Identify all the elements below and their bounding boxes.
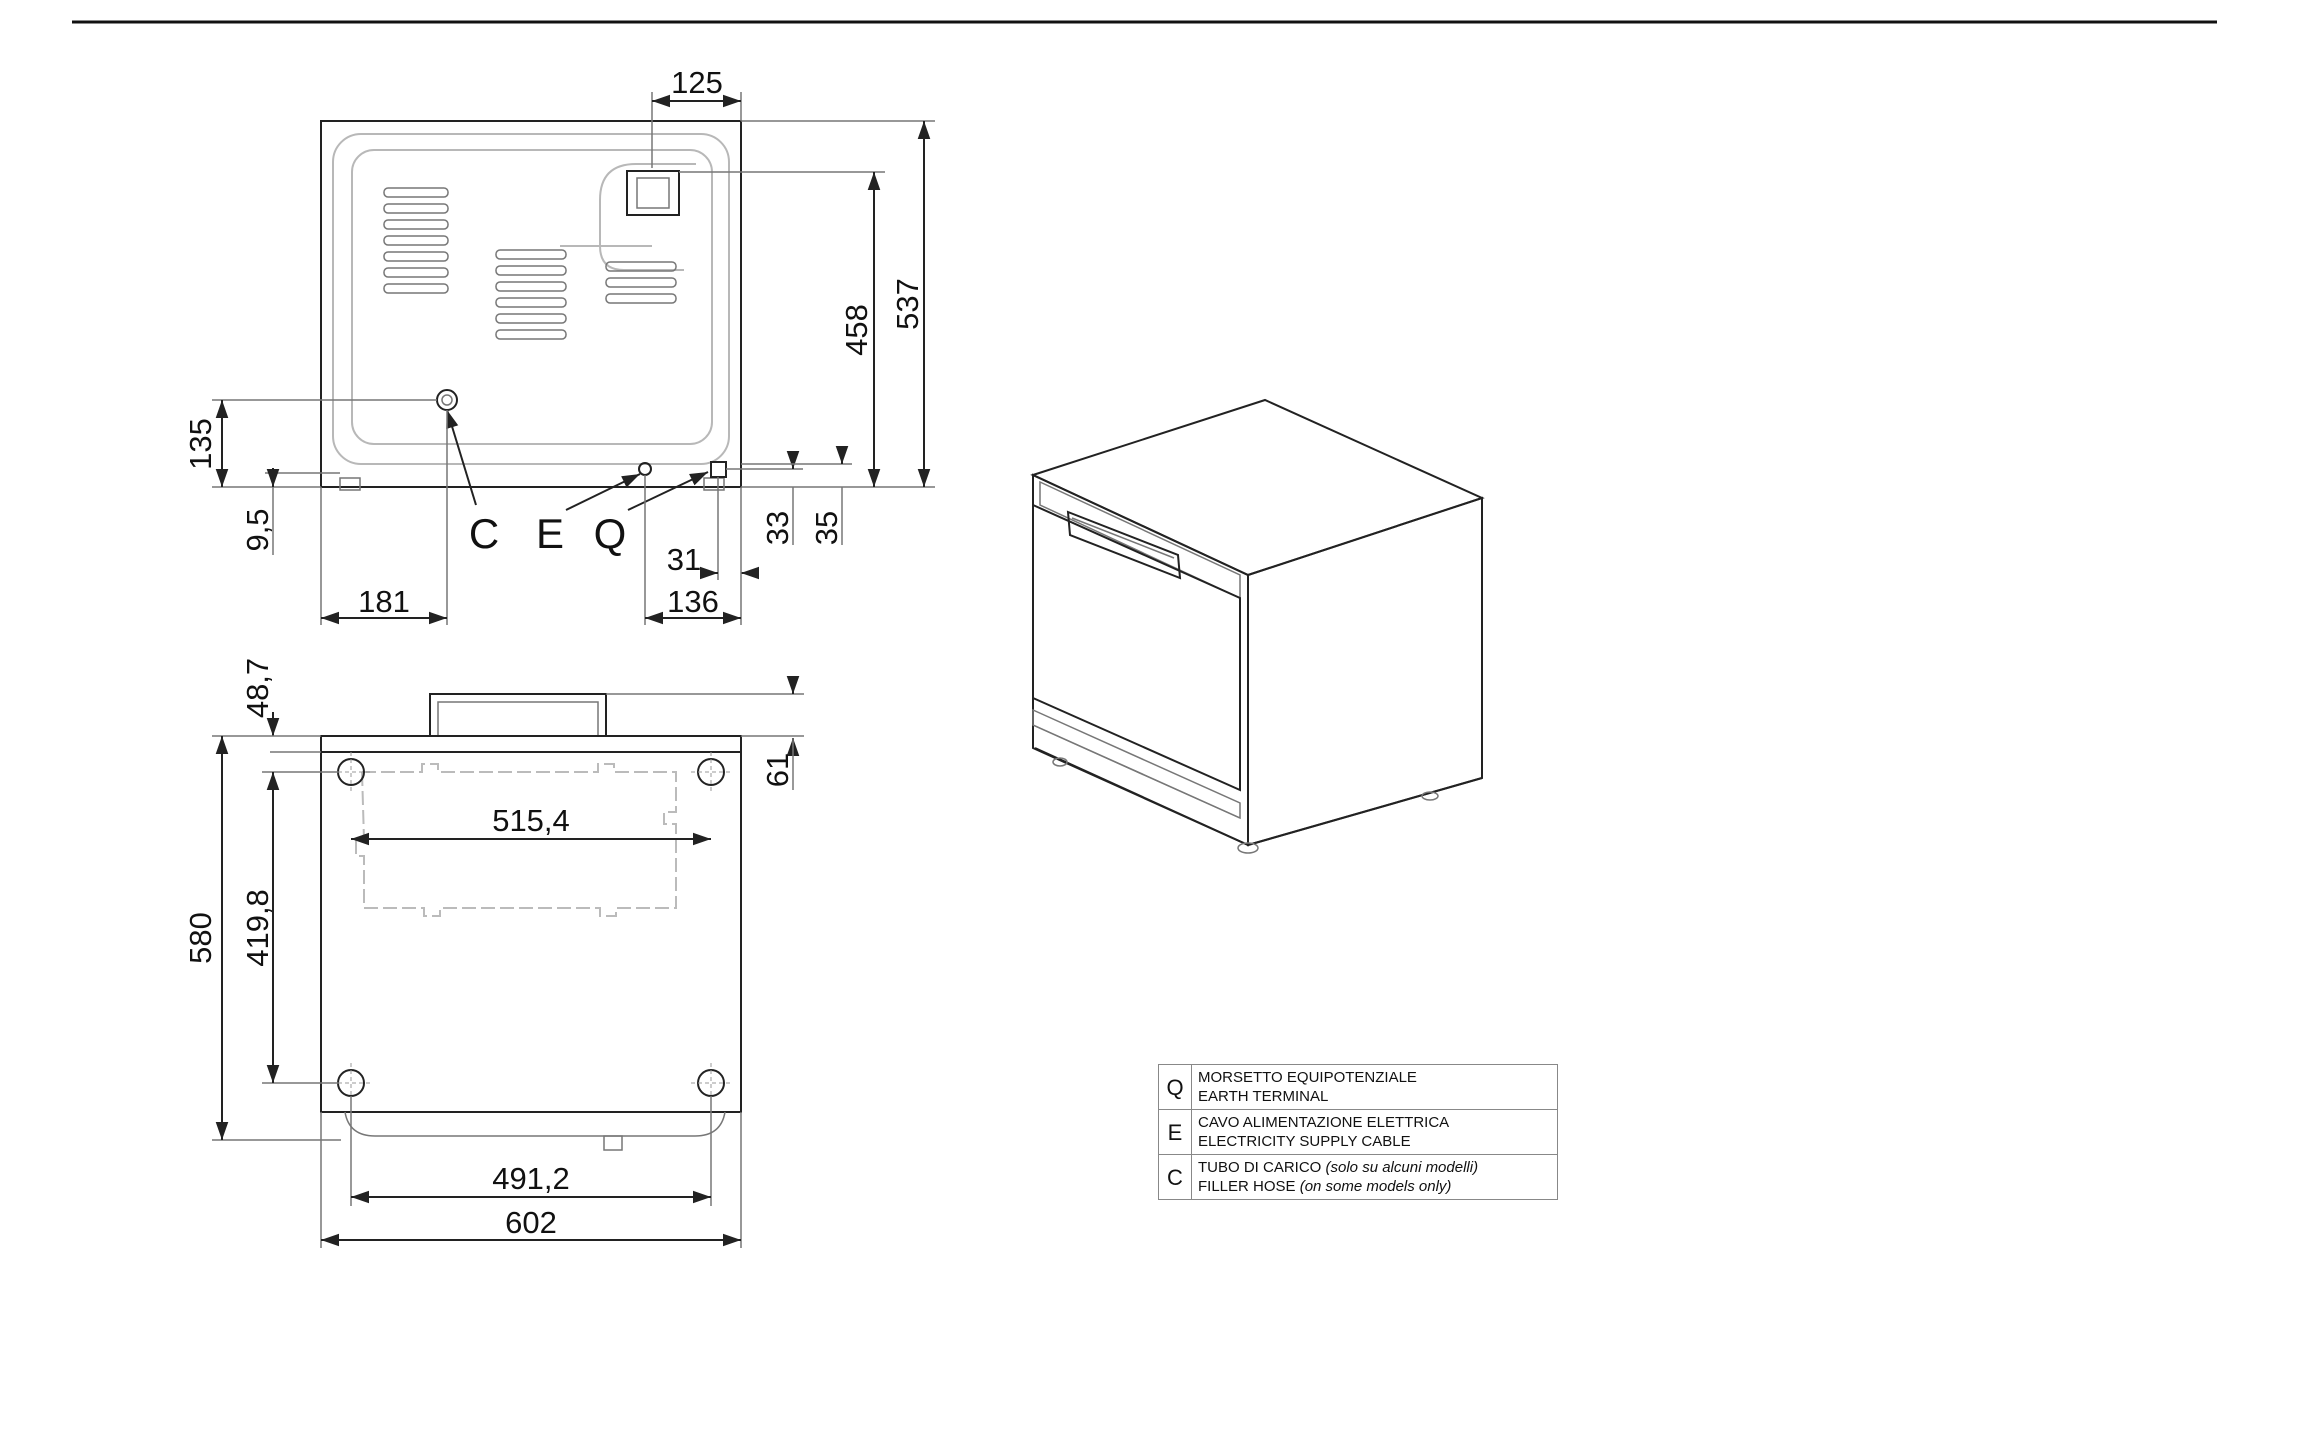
svg-text:136: 136 xyxy=(667,584,719,619)
legend-text: CAVO ALIMENTAZIONE ELETTRICA ELECTRICITY… xyxy=(1191,1109,1558,1155)
isometric-view xyxy=(1030,398,1485,854)
svg-text:602: 602 xyxy=(505,1205,557,1240)
svg-text:31: 31 xyxy=(667,542,701,577)
svg-text:458: 458 xyxy=(839,304,874,356)
marker-c: C xyxy=(469,510,499,557)
legend-table: Q MORSETTO EQUIPOTENZIALE EARTH TERMINAL… xyxy=(1158,1064,1558,1200)
legend-key: E xyxy=(1158,1109,1192,1155)
earth-terminal xyxy=(710,461,727,478)
dim-48-7: 48,7 xyxy=(240,658,804,753)
dim-458: 458 xyxy=(679,171,885,487)
svg-text:35: 35 xyxy=(809,511,844,545)
legend-row-q: Q MORSETTO EQUIPOTENZIALE EARTH TERMINAL xyxy=(1158,1064,1558,1110)
dim-580: 580 xyxy=(183,735,341,1141)
svg-text:491,2: 491,2 xyxy=(492,1161,570,1196)
svg-text:135: 135 xyxy=(183,418,218,470)
svg-text:33: 33 xyxy=(760,511,795,545)
marker-q: Q xyxy=(594,510,627,557)
dim-35: 35 xyxy=(741,446,852,545)
port-c xyxy=(436,389,458,411)
legend-key: C xyxy=(1158,1154,1192,1200)
legend-row-e: E CAVO ALIMENTAZIONE ELETTRICA ELECTRICI… xyxy=(1158,1109,1558,1155)
svg-text:580: 580 xyxy=(183,912,218,964)
legend-row-c: C TUBO DI CARICO (solo su alcuni modelli… xyxy=(1158,1154,1558,1200)
svg-text:515,4: 515,4 xyxy=(492,803,570,838)
dim-61: 61 xyxy=(741,676,804,790)
dim-33: 33 xyxy=(726,451,803,545)
legend-text: MORSETTO EQUIPOTENZIALE EARTH TERMINAL xyxy=(1191,1064,1558,1110)
svg-text:419,8: 419,8 xyxy=(240,889,275,967)
dim-31: 31 xyxy=(667,477,759,580)
legend-key: Q xyxy=(1158,1064,1192,1110)
svg-text:48,7: 48,7 xyxy=(240,658,275,718)
legend-text: TUBO DI CARICO (solo su alcuni modelli) … xyxy=(1191,1154,1558,1200)
dim-419-8: 419,8 xyxy=(240,771,338,1084)
plan-view xyxy=(320,693,742,1151)
dim-9-5: 9,5 xyxy=(240,468,340,555)
svg-text:537: 537 xyxy=(890,278,925,330)
marker-e: E xyxy=(536,510,564,557)
dim-515-4: 515,4 xyxy=(351,803,711,846)
vent-slots-right xyxy=(605,261,677,304)
dim-136: 136 xyxy=(644,475,742,625)
dim-135: 135 xyxy=(183,399,437,488)
dim-491-2: 491,2 xyxy=(350,1096,712,1206)
dim-181: 181 xyxy=(320,410,448,625)
dim-602: 602 xyxy=(320,1112,742,1248)
svg-text:181: 181 xyxy=(358,584,410,619)
dim-125: 125 xyxy=(651,65,742,168)
svg-text:9,5: 9,5 xyxy=(240,508,275,551)
vent-slots-center xyxy=(495,249,567,340)
rear-view xyxy=(320,120,742,511)
dim-537: 537 xyxy=(741,120,935,488)
svg-text:61: 61 xyxy=(760,753,795,787)
vent-slots-left xyxy=(383,187,449,294)
svg-text:125: 125 xyxy=(671,65,723,100)
